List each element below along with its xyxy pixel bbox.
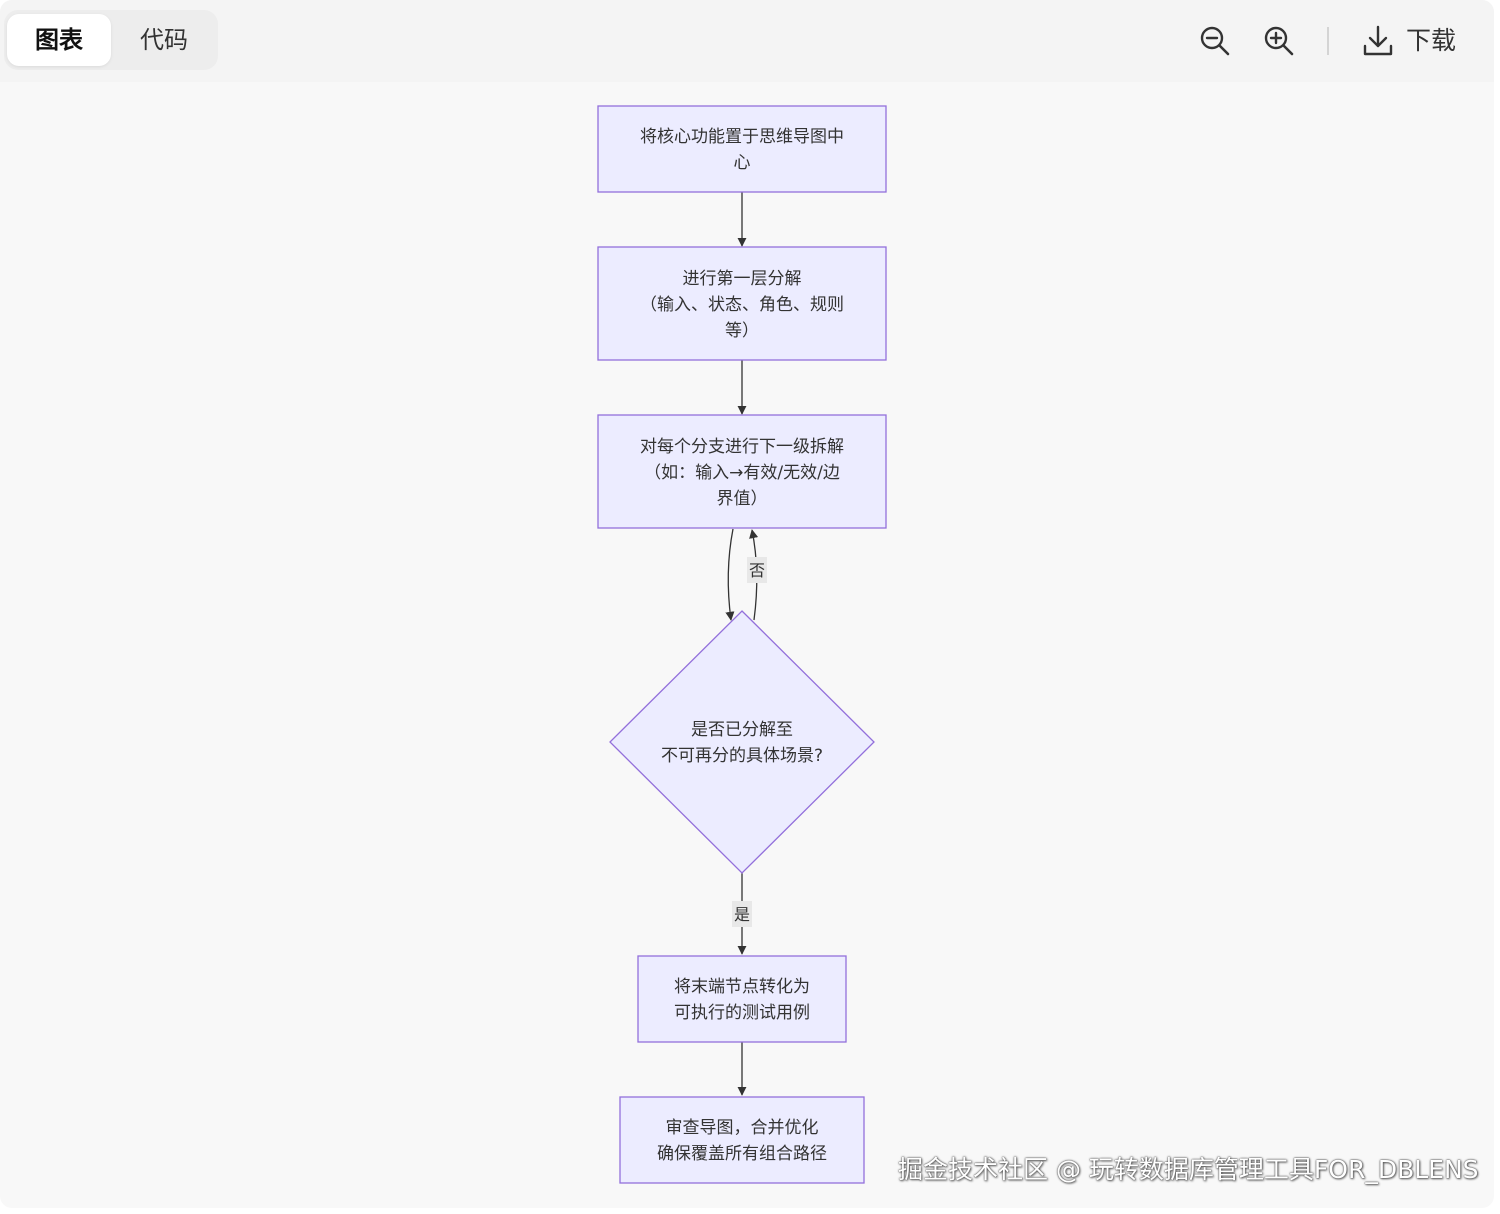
node-convert-to-test-cases[interactable]: 将末端节点转化为 可执行的测试用例 <box>637 955 847 1043</box>
node-center-function[interactable]: 将核心功能置于思维导图中 心 <box>597 105 887 193</box>
node-text-line: 审查导图，合并优化 <box>666 1118 819 1138</box>
download-button[interactable]: 下载 <box>1362 22 1462 60</box>
edge-label-yes: 是 <box>732 901 752 927</box>
node-decision-specific-scenario[interactable]: 是否已分解至 不可再分的具体场景? <box>609 610 875 874</box>
node-next-level-decompose[interactable]: 对每个分支进行下一级拆解 （如：输入→有效/无效/边 界值） <box>597 414 887 529</box>
node-text-line: 将核心功能置于思维导图中 <box>640 127 844 147</box>
node-text-line: 等） <box>725 321 759 341</box>
node-text-line: （输入、状态、角色、规则 <box>640 295 844 315</box>
node-text-line: 进行第一层分解 <box>683 269 802 289</box>
edge-next-level-to-decision <box>725 528 735 621</box>
zoom-out-icon <box>1200 26 1230 56</box>
download-icon <box>1363 25 1393 56</box>
node-review-and-optimize[interactable]: 审查导图，合并优化 确保覆盖所有组合路径 <box>619 1096 865 1184</box>
download-label: 下载 <box>1406 26 1457 55</box>
zoom-in-icon <box>1264 26 1294 56</box>
edge-label-no: 否 <box>747 557 767 583</box>
edge-label-yes-text: 是 <box>734 905 750 924</box>
toolbar-separator <box>1327 27 1329 55</box>
view-tab-group: 图表 代码 <box>4 10 218 70</box>
node-text-line: 将末端节点转化为 <box>674 977 810 997</box>
node-text-line: 不可再分的具体场景? <box>661 746 823 766</box>
zoom-in-button[interactable] <box>1262 24 1296 58</box>
node-text-line: 心 <box>734 153 751 173</box>
tab-code[interactable]: 代码 <box>140 26 188 54</box>
watermark: 掘金技术社区 @ 玩转数据库管理工具FOR_DBLENS <box>898 1155 1479 1184</box>
tab-chart[interactable]: 图表 <box>7 14 111 66</box>
edge-label-no-text: 否 <box>749 561 765 580</box>
node-text-line: 对每个分支进行下一级拆解 <box>640 437 844 457</box>
node-text-line: （如：输入→有效/无效/边 <box>644 463 840 483</box>
toolbar: 图表 代码 下载 <box>0 0 1494 82</box>
node-text-line: 确保覆盖所有组合路径 <box>657 1144 827 1164</box>
node-first-layer-decompose[interactable]: 进行第一层分解 （输入、状态、角色、规则 等） <box>597 246 887 361</box>
node-text-line: 可执行的测试用例 <box>674 1003 810 1023</box>
zoom-out-button[interactable] <box>1198 24 1232 58</box>
node-text-line: 是否已分解至 <box>691 720 793 740</box>
node-text-line: 界值） <box>717 489 768 509</box>
